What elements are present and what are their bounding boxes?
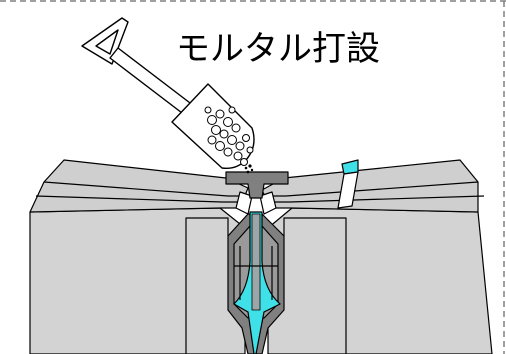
left-pocket-outline [185, 217, 229, 354]
slab-assembly [29, 159, 493, 354]
right-pocket-outline [283, 217, 347, 354]
shovel-grip-hole [95, 29, 119, 55]
right-slab-band-line-2 [270, 195, 485, 203]
left-slab-face [29, 207, 246, 354]
mortar-center-strip [251, 213, 261, 311]
diagram-title: モルタル打設 [176, 29, 380, 69]
right-slab-face [267, 207, 493, 354]
left-slab-top [29, 159, 249, 213]
left-slab-band-line-2 [35, 195, 240, 203]
left-wedge [235, 191, 253, 215]
scraper-handle [337, 171, 359, 209]
joint-cap [225, 171, 289, 199]
mortar-pile-icon [204, 106, 254, 166]
right-wedge [259, 191, 277, 215]
falling-mortar-particles [244, 164, 254, 174]
scraper-tool [337, 159, 359, 209]
right-slab-top [261, 159, 479, 213]
